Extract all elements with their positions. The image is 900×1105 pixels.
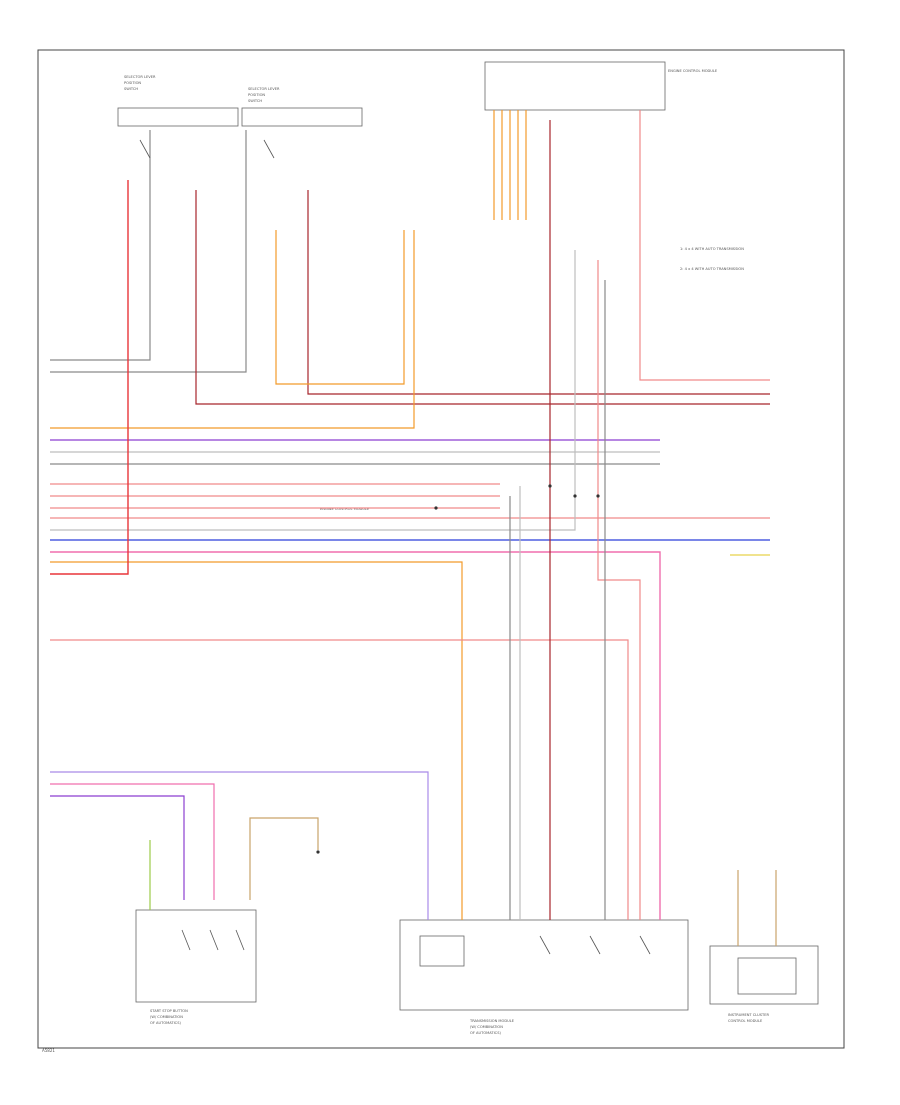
- box1-label-1: SELECTOR LEVER: [124, 75, 156, 79]
- wire-h-pink-2: [50, 551, 661, 920]
- switch-start-1: [181, 929, 191, 951]
- junction-5: [316, 850, 320, 854]
- wire-h-orange-2: [275, 230, 405, 385]
- switches-group: [139, 139, 651, 955]
- instrument-cluster-inner: [737, 957, 797, 995]
- wire-h-darkred-1: [195, 190, 770, 405]
- transmission-module-box: [399, 919, 689, 1011]
- switch-top-2: [263, 139, 275, 159]
- wire-h-orange-1: [50, 230, 415, 429]
- switch-center-1: [539, 935, 551, 955]
- wire-h-salmon-5: [50, 639, 629, 920]
- center-note: ENGINE CONTROL MODULE: [320, 507, 370, 511]
- center-title-2: (W/ COMBINATION: [470, 1025, 503, 1029]
- junction-2: [573, 494, 577, 498]
- start-title-1: START STOP BUTTON: [150, 1009, 188, 1013]
- junction-3: [596, 494, 600, 498]
- switch-center-2: [589, 935, 601, 955]
- start-title-2: (W/ COMBINATION: [150, 1015, 183, 1019]
- start-title-3: OF AUTOMATICS): [150, 1021, 181, 1025]
- box1-label-3: SWITCH: [124, 87, 138, 91]
- wire-h-tan: [249, 817, 319, 900]
- center-title-1: TRANSMISSION MODULE: [469, 1019, 515, 1023]
- selector-lever-box-1: [117, 107, 239, 127]
- switch-center-3: [639, 935, 651, 955]
- wire-h-darkred-2: [307, 190, 770, 395]
- start-stop-box: [135, 909, 257, 1003]
- switch-start-3: [235, 929, 245, 951]
- footer-code: A5821: [42, 1048, 55, 1053]
- note-line-1: 1: 4 x 4 WITH AUTO TRANSMISSION: [680, 247, 744, 251]
- switch-top-1: [139, 139, 151, 159]
- wire-v-red-right: [639, 110, 770, 381]
- instrument-cluster-box: [709, 945, 819, 1005]
- transmission-inner-box: [419, 935, 465, 967]
- box2-label-3: SWITCH: [248, 99, 262, 103]
- wires-group: [50, 110, 777, 946]
- wire-h-gray-4: [50, 250, 576, 531]
- wire-h-red-4: [50, 180, 129, 575]
- cluster-title-2: CONTROL MODULE: [728, 1019, 763, 1023]
- top-module-box: [484, 61, 666, 111]
- top-module-label: ENGINE CONTROL MODULE: [668, 69, 718, 73]
- wire-v-salmon-right: [597, 260, 641, 920]
- center-title-3: OF AUTOMATICS): [470, 1031, 501, 1035]
- selector-lever-box-2: [241, 107, 363, 127]
- note-line-2: 2: 4 x 4 WITH AUTO TRANSMISSION: [680, 267, 744, 271]
- switch-start-2: [209, 929, 219, 951]
- wire-h-pink-3: [50, 783, 215, 900]
- wire-h-gray-2: [50, 130, 247, 373]
- box2-label-2: POSITION: [248, 93, 265, 97]
- junction-4: [434, 506, 438, 510]
- cluster-title-1: INSTRUMENT CLUSTER: [728, 1013, 769, 1017]
- wire-h-orange-3: [50, 561, 463, 920]
- wire-h-lavender: [50, 771, 429, 920]
- box2-label-1: SELECTOR LEVER: [248, 87, 280, 91]
- junction-1: [548, 484, 552, 488]
- wire-h-purple-2: [50, 795, 185, 900]
- diagram-frame: [37, 49, 845, 1049]
- box1-label-2: POSITION: [124, 81, 141, 85]
- wire-h-gray-1: [50, 130, 151, 361]
